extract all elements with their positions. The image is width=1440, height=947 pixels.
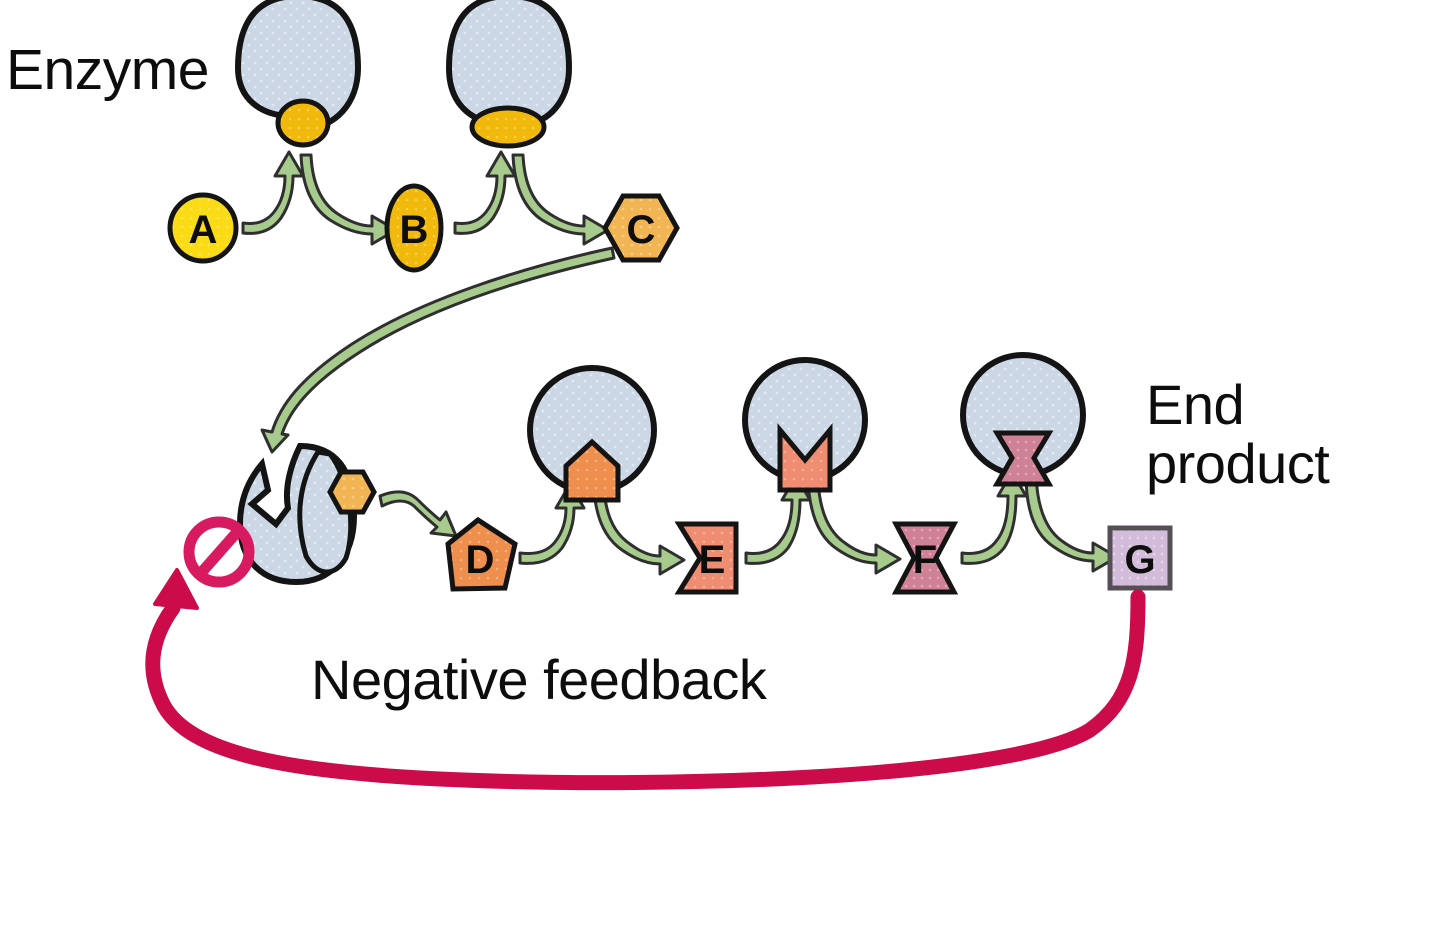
enzyme-2[interactable]	[445, 0, 573, 149]
feedback-arrowhead	[153, 568, 199, 610]
molecule-C[interactable]: C	[602, 193, 680, 263]
active-site-ellipse	[469, 105, 547, 149]
molecule-A-label: A	[189, 208, 218, 252]
arrow-d-to-enzyme4	[518, 482, 586, 565]
negative-feedback-label: Negative feedback	[311, 648, 767, 711]
molecule-D[interactable]: D	[445, 516, 518, 592]
inhibition-symbol	[183, 516, 255, 588]
molecule-E-label: E	[699, 538, 726, 582]
active-site-hourglass	[992, 430, 1054, 487]
molecule-B-label: B	[400, 208, 429, 252]
molecule-G-label: G	[1124, 538, 1155, 582]
molecule-C-label: C	[627, 208, 656, 252]
arrow-c-to-inhibited-enzyme	[260, 246, 616, 454]
enzyme-6[interactable]	[960, 352, 1086, 487]
molecule-A[interactable]: A	[167, 192, 239, 264]
enzyme-4[interactable]	[527, 365, 657, 503]
enzyme-5[interactable]	[742, 357, 868, 493]
molecule-D-label: D	[466, 538, 495, 582]
active-site-pentagon	[563, 438, 621, 503]
molecule-F-label: F	[913, 538, 937, 582]
enzyme-3-inhibited[interactable]	[236, 442, 377, 586]
active-site-chevron	[777, 423, 833, 493]
molecule-F[interactable]: F	[891, 521, 959, 595]
reaction-arrows	[241, 150, 1119, 576]
negative-feedback-loop	[145, 516, 1146, 791]
molecule-E[interactable]: E	[674, 521, 739, 595]
arrow-b-to-enzyme2	[453, 150, 517, 235]
molecule-G[interactable]: G	[1107, 525, 1173, 591]
arrow-enzyme5-to-f	[806, 477, 902, 575]
end-product-label: End product	[1146, 373, 1330, 496]
bound-inhibitor-c	[327, 469, 377, 515]
enzyme-1[interactable]	[234, 0, 362, 148]
arrow-enzyme6-to-g	[1024, 473, 1119, 573]
molecule-B[interactable]: B	[384, 183, 444, 273]
arrow-enzyme4-to-e	[592, 485, 686, 576]
arrow-enzyme2-to-c	[511, 153, 610, 246]
active-site-circle	[275, 98, 331, 148]
arrow-enzyme1-to-b	[299, 153, 398, 246]
arrow-a-to-enzyme1	[241, 150, 305, 235]
arrow-enzyme3-to-d	[378, 490, 458, 538]
enzyme-label: Enzyme	[6, 38, 209, 102]
